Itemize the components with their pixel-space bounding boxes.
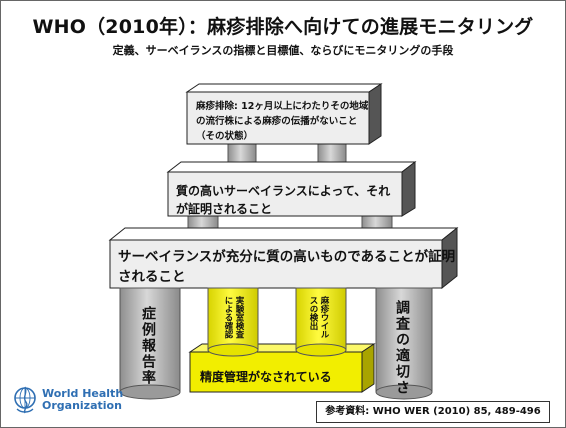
left-pillar-label: 症例報告率 <box>140 306 156 386</box>
yellow-cylinders <box>207 287 347 357</box>
who-org-name-line1: World Health <box>42 387 124 400</box>
middle-block <box>166 160 417 217</box>
slide-subtitle: 定義、サーベイランスの指標と目標値、ならびにモニタリングの手段 <box>112 44 454 57</box>
who-org-name: World Health Organization <box>42 388 123 412</box>
yellow-base-label: 精度管理がなされている <box>200 370 332 384</box>
gray-pillars <box>119 287 433 400</box>
bottom-block <box>108 226 459 290</box>
right-pillar-label: 調査の適切さ <box>394 300 410 396</box>
slide-title: WHO（2010年）：麻疹排除へ向けての進展モニタリング <box>32 16 534 38</box>
reference-box: 参考資料: WHO WER (2010) 85, 489-496 <box>316 401 550 423</box>
top-block <box>185 83 383 145</box>
top-block-label: 麻疹排除: 12ヶ月以上にわたりその地域の流行株による麻疹の伝播がないこと（その… <box>196 101 369 142</box>
who-emblem-icon <box>12 385 38 415</box>
bottom-block-label: サーベイランスが充分に質の高いものであることが証明されること <box>118 249 456 285</box>
yellow-cylinder-1-label: 実験室検査による確認 <box>223 296 244 339</box>
middle-block-label: 質の高いサーベイランスによって、それが証明されること <box>176 184 391 216</box>
who-org-name-line2: Organization <box>42 399 122 412</box>
yellow-cylinder-2-label: 麻疹ウイルスの検出 <box>308 296 329 339</box>
